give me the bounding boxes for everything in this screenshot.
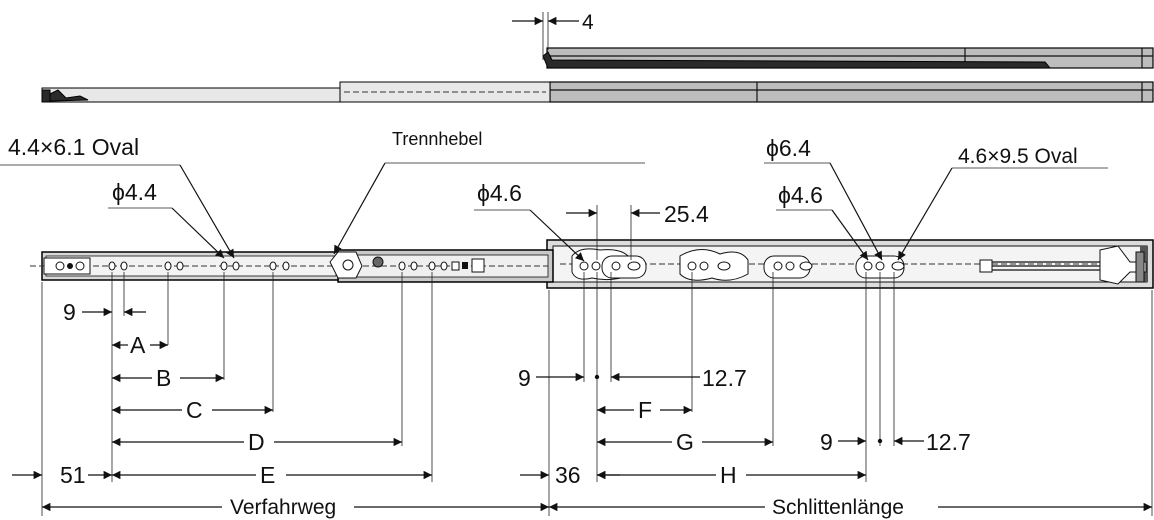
oval-small-label: 4.4×6.1 Oval (8, 134, 139, 160)
rear-latch (979, 245, 1147, 285)
right-dimensions: 9 12.7 F G 9 12.7 36 H Schlittenlänge (518, 365, 1153, 519)
dim-D-label: D (248, 429, 265, 455)
dim-9a-label: 9 (63, 299, 76, 325)
dim-254-label: 25.4 (664, 201, 709, 227)
middle-member-holes (398, 258, 485, 273)
top-gap-label: 4 (582, 11, 594, 34)
side-view-lower-outer (549, 81, 1154, 103)
hole-46a-label: ϕ4.6 (477, 180, 522, 206)
dim-C-label: C (186, 397, 203, 423)
outer-member-holes (571, 248, 905, 281)
dim-F-label: F (638, 397, 652, 423)
dim-E-label: E (260, 462, 275, 488)
trennhebel-label: Trennhebel (392, 129, 482, 149)
hole-64-label: ϕ6.4 (766, 135, 811, 161)
dim-G-label: G (676, 429, 694, 455)
inner-member-holes (108, 261, 290, 271)
dim-9c-label: 9 (820, 429, 833, 455)
dim-9b-label: 9 (518, 365, 531, 391)
verfahrweg-label: Verfahrweg (230, 496, 336, 519)
dim-36-label: 36 (555, 462, 581, 488)
side-view: 4 (41, 11, 1154, 103)
dim-A-label: A (130, 332, 146, 358)
schlittenlaenge-label: Schlittenlänge (772, 496, 904, 519)
dim-H-label: H (720, 462, 737, 488)
dim-127a-label: 12.7 (702, 365, 747, 391)
hole-44-label: ϕ4.4 (112, 179, 157, 205)
extension-lines (41, 272, 1153, 516)
top-view (30, 239, 1154, 289)
left-dimensions: 9 A B C D 51 E Verfahrweg (12, 299, 549, 519)
dim-127b-label: 12.7 (926, 429, 971, 455)
oval-large-label: 4.6×9.5 Oval (958, 145, 1078, 168)
dim-51-label: 51 (60, 462, 86, 488)
callouts: 4.4×6.1 Oval ϕ4.4 Trennhebel ϕ4.6 25.4 ϕ… (0, 129, 1108, 262)
dim-B-label: B (156, 365, 171, 391)
hole-46b-label: ϕ4.6 (778, 182, 823, 208)
